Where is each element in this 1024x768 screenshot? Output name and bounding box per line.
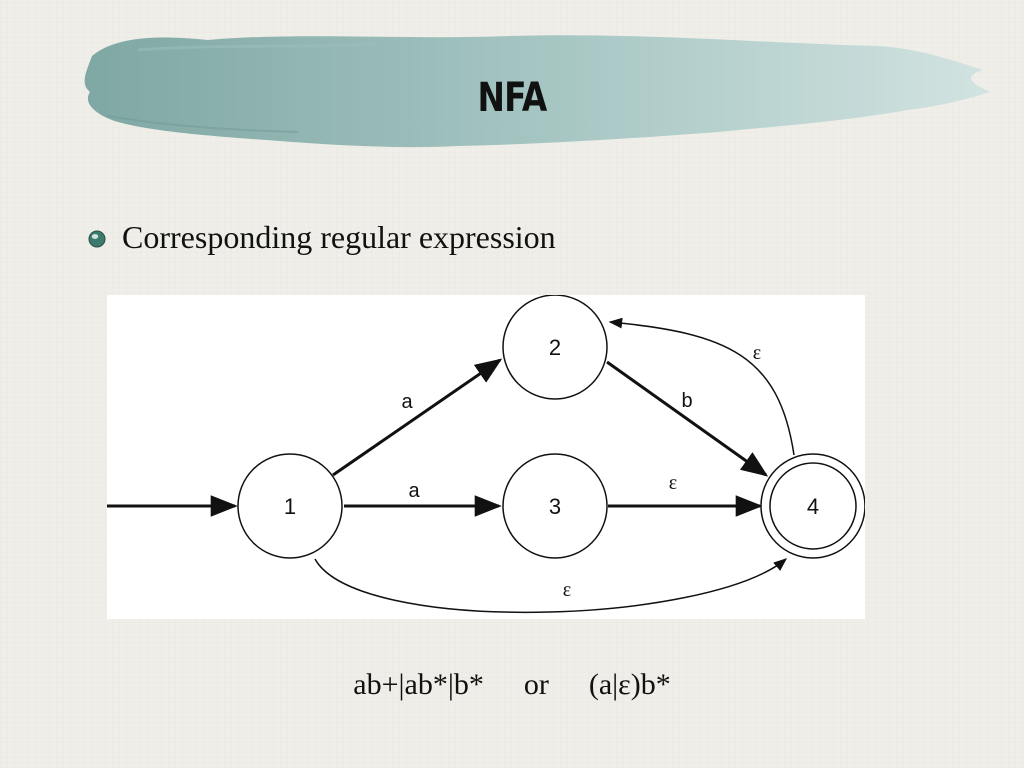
- edge-3-4-label: ε: [669, 472, 677, 494]
- state-1-label: 1: [284, 494, 296, 519]
- bullet-item: Corresponding regular expression: [88, 212, 556, 262]
- title-banner: [84, 35, 990, 148]
- slide-title: NFA: [477, 75, 547, 121]
- bullet-icon: [88, 230, 106, 248]
- state-4-label: 4: [807, 494, 819, 519]
- state-4-accepting: 4: [760, 453, 865, 559]
- edge-2-4: [606, 360, 769, 477]
- edge-1-3-label: a: [408, 480, 420, 502]
- nfa-diagram-svg: 1 2 3 4 a a b ε ε ε: [107, 295, 865, 613]
- regex-second: (a|ε)b*: [588, 668, 671, 701]
- edge-1-4: [314, 558, 788, 613]
- regex-expressions: ab+|ab*|b* or (a|ε)b*: [0, 668, 1024, 702]
- edge-1-2: [332, 358, 503, 477]
- nfa-diagram: 1 2 3 4 a a b ε ε ε: [107, 295, 865, 619]
- edge-1-4-label: ε: [563, 579, 571, 601]
- state-1: 1: [237, 453, 343, 559]
- edge-2-4-label: b: [681, 390, 692, 412]
- edge-1-2-label: a: [401, 391, 413, 413]
- edge-4-2-label: ε: [753, 342, 761, 364]
- state-2-label: 2: [549, 335, 561, 360]
- state-3-label: 3: [549, 494, 561, 519]
- bullet-text: Corresponding regular expression: [122, 218, 556, 255]
- regex-connector: or: [523, 668, 549, 701]
- regex-first: ab+|ab*|b*: [353, 668, 484, 701]
- edge-4-2: [608, 317, 795, 456]
- state-3: 3: [502, 453, 608, 559]
- state-2: 2: [502, 295, 608, 400]
